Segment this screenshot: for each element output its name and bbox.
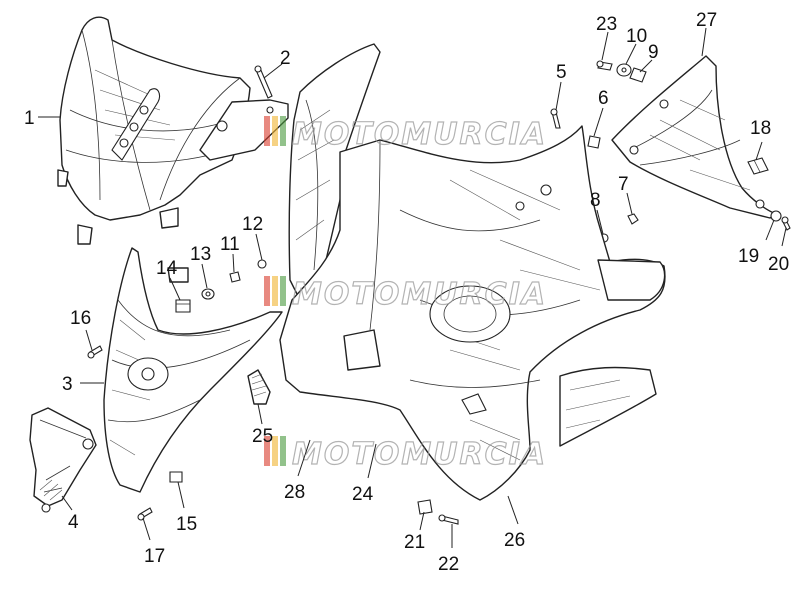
part-21-clip [417,499,433,515]
callout-6: 6 [598,88,609,109]
callout-8: 8 [590,190,601,211]
part-19-washer [770,210,782,222]
watermark-text: MOTOMURCIA [292,437,547,472]
watermark-middle: MOTOMURCIA [264,276,547,313]
callout-10: 10 [626,26,647,47]
callout-11: 11 [220,234,240,255]
callout-15: 15 [176,514,197,535]
callout-23: 23 [596,14,617,35]
callout-9: 9 [648,42,659,63]
part-26-legshield [279,125,666,501]
part-13-washer [201,288,215,300]
part-27-side-panel [611,55,777,219]
part-25-grille [247,369,271,405]
part-6-clip [587,135,601,149]
callout-27: 27 [696,10,717,31]
callout-25: 25 [252,426,273,447]
watermark-bottom: MOTOMURCIA [264,436,547,473]
part-12-ring [257,259,267,269]
callout-20: 20 [768,254,789,275]
callout-18: 18 [750,118,771,139]
part-18-clip [747,157,769,175]
callout-12: 12 [242,214,263,235]
part-20-screw [781,216,791,231]
callout-13: 13 [190,244,211,265]
callout-17: 17 [144,546,165,567]
callout-28: 28 [284,482,305,503]
part-17-screw [137,507,153,521]
part-11-nut [229,271,241,283]
part-28-center-panel [288,43,381,301]
watermark-top: MOTOMURCIA [264,116,547,153]
parts-23-10-9-fasteners [596,60,647,83]
callout-24: 24 [352,484,374,505]
callout-1: 1 [24,108,35,129]
callout-5: 5 [556,62,567,83]
part-15-clip [169,471,183,483]
part-22-screw [438,514,459,525]
watermark-text: MOTOMURCIA [292,117,547,152]
callout-16: 16 [70,308,91,329]
part-5-screw [550,108,561,129]
callout-4: 4 [68,512,79,533]
part-7-nut [627,213,639,225]
callout-14: 14 [156,258,178,279]
callout-7: 7 [618,174,629,195]
watermark-text: MOTOMURCIA [292,277,547,312]
callout-22: 22 [438,554,459,575]
part-4-bracket [29,407,97,513]
part-16-screw [87,345,103,359]
part-2-screw [254,65,273,99]
part-14-clip [175,299,191,313]
callout-21: 21 [404,532,425,553]
callout-19: 19 [738,246,759,267]
callouts: 1 2 3 4 5 6 7 8 9 10 11 12 13 14 15 16 1 [24,10,789,575]
callout-3: 3 [62,374,73,395]
part-3-front-panel [103,247,283,493]
callout-2: 2 [280,48,291,69]
part-1-front-shield [57,16,289,245]
callout-26: 26 [504,530,525,551]
